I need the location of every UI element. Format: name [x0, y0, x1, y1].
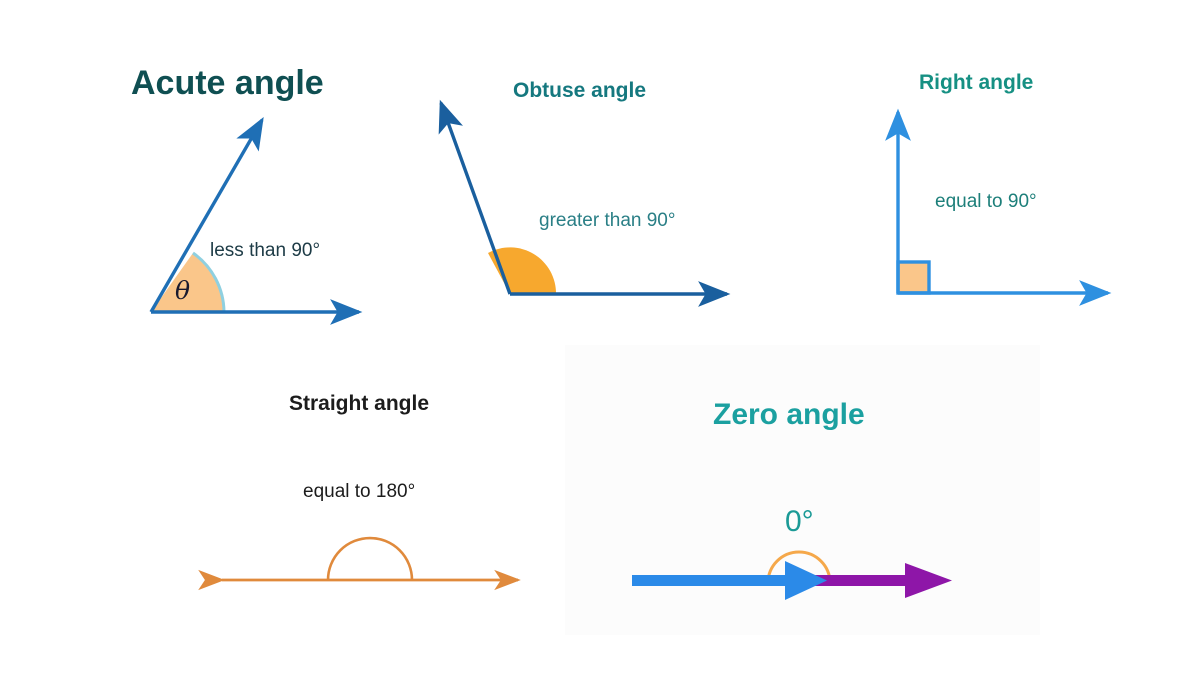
obtuse-angle-panel: Obtuse angle greater than 90°	[438, 79, 731, 307]
right-angle-square-marker	[896, 260, 931, 295]
zero-angle-title: Zero angle	[713, 398, 865, 431]
straight-angle-title: Straight angle	[289, 392, 429, 415]
acute-angle-panel: Acute angle θ less than 90°	[131, 64, 363, 325]
right-angle-panel: Right angle equal to 90°	[885, 71, 1112, 306]
acute-angle-sector	[151, 253, 224, 312]
obtuse-angle-slanted-ray	[438, 99, 512, 295]
obtuse-angle-note: greater than 90°	[539, 210, 675, 231]
acute-angle-theta-symbol: θ	[175, 276, 190, 305]
zero-angle-arc	[766, 550, 832, 584]
acute-angle-title: Acute angle	[131, 64, 324, 102]
right-angle-note: equal to 90°	[935, 191, 1037, 212]
zero-angle-panel: Zero angle 0°	[632, 398, 952, 600]
right-angle-title: Right angle	[919, 71, 1033, 94]
straight-angle-panel: Straight angle equal to 180°	[198, 392, 521, 591]
acute-angle-note: less than 90°	[210, 240, 320, 261]
straight-angle-note: equal to 180°	[303, 481, 415, 502]
acute-angle-arc	[192, 251, 226, 313]
acute-angle-slanted-ray	[149, 117, 264, 313]
zero-angle-blue-arrow	[632, 561, 827, 600]
obtuse-angle-title: Obtuse angle	[513, 79, 646, 102]
straight-angle-arc	[326, 536, 414, 581]
obtuse-angle-sector	[488, 247, 557, 294]
zero-angle-value-label: 0°	[785, 505, 814, 538]
